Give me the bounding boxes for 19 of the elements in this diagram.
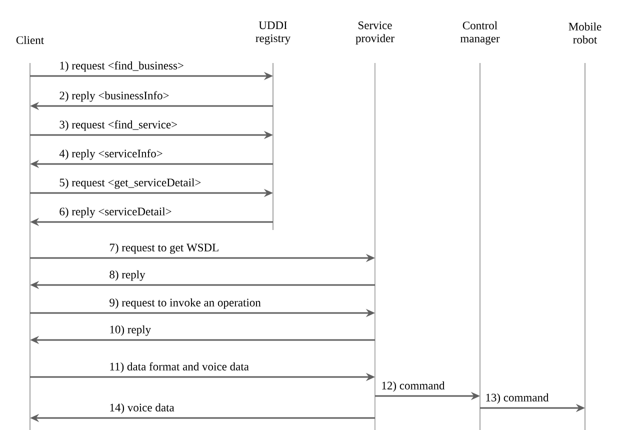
message-label: 3) request <find_service>	[60, 120, 177, 131]
participant-label: Client	[16, 36, 44, 44]
message-label: 9) request to invoke an operation	[110, 298, 261, 309]
message-label: 4) reply <serviceInfo>	[59, 149, 162, 160]
message-label: 1) request <find_business>	[60, 61, 184, 72]
message-label: 6) reply <serviceDetail>	[60, 207, 172, 218]
participant-label: UDDI registry	[256, 22, 291, 44]
participant-label: Service provider	[356, 21, 394, 45]
participant-label: Control manager	[460, 21, 500, 45]
message-label: 13) command	[486, 393, 549, 404]
message-label: 2) reply <businessInfo>	[60, 91, 169, 102]
message-label: 7) request to get WSDL	[110, 243, 218, 254]
participant-label: Mobile robot	[568, 22, 602, 44]
message-label: 5) request <get_serviceDetail>	[60, 178, 201, 189]
message-label: 12) command	[382, 381, 445, 392]
message-label: 11) data format and voice data	[110, 362, 249, 373]
message-label: 10) reply	[110, 325, 151, 336]
message-label: 14) voice data	[110, 403, 174, 414]
message-label: 8) reply	[110, 270, 146, 281]
